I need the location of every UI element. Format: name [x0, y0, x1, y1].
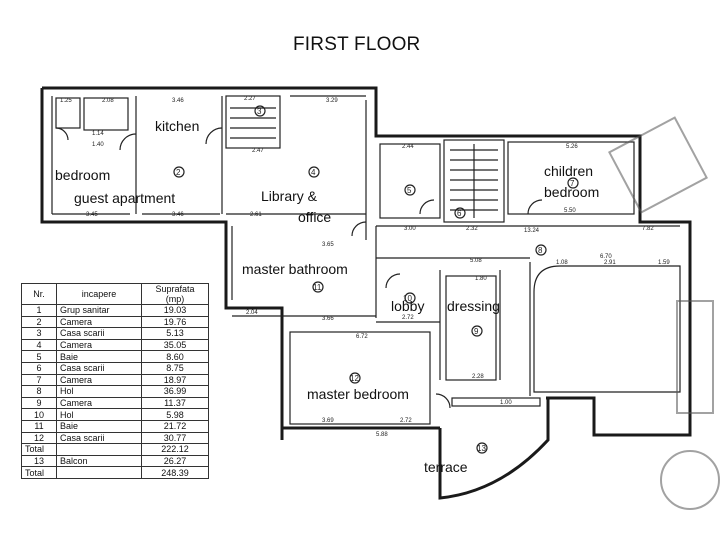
dimension: 2.61	[250, 212, 262, 218]
dimension: 2.44	[402, 144, 414, 150]
door-icon	[55, 127, 543, 409]
room-number: 4	[311, 168, 316, 177]
room-label-guest-apartment: guest apartment	[74, 190, 176, 206]
dimension: 2.72	[400, 418, 412, 424]
room-label-office: office	[298, 209, 332, 225]
room-label-bedroom: bedroom	[55, 167, 111, 183]
room-number: 12	[350, 374, 359, 383]
room-numbers: 2 3 4 5 6 7 8 9 10 11 12 13	[173, 105, 579, 454]
dimension: 3.65	[322, 242, 334, 248]
table-header: Nr.	[21, 283, 57, 305]
table-header: incapere	[56, 283, 142, 305]
room-number: 11	[313, 283, 322, 292]
room-label-library: Library &	[261, 188, 318, 204]
room-label-kitchen: kitchen	[155, 118, 200, 134]
dimension: 1.00	[500, 400, 512, 406]
room-label-children-bedroom: bedroom	[544, 184, 600, 200]
room-number: 10	[403, 294, 412, 303]
room-number: 3	[257, 107, 262, 116]
dimension: 1.14	[92, 131, 104, 137]
room-number: 8	[538, 246, 543, 255]
inner-walls	[51, 95, 681, 425]
dimension: 1.25	[60, 98, 72, 104]
dimension-labels: 1.25 2.08 3.46 2.27 3.29 1.14 1.40 3.45 …	[60, 96, 670, 438]
dimension: 3.46	[172, 98, 184, 104]
dimension: 3.66	[322, 316, 334, 322]
room-label-master-bathroom: master bathroom	[242, 261, 348, 277]
page-title: FIRST FLOOR	[293, 34, 421, 55]
dimension: 2.04	[246, 310, 258, 316]
dimension: 2.72	[402, 315, 414, 321]
dimension: 1.59	[658, 260, 670, 266]
table-header-row: Nr. incapere Suprafata (mp)	[21, 283, 209, 305]
dimension: 1.08	[556, 260, 568, 266]
outer-walls	[40, 86, 692, 500]
dimension: 5.08	[470, 258, 482, 264]
dimension: 3.29	[326, 98, 338, 104]
dimension: 2.47	[252, 148, 264, 154]
dimension: 3.00	[404, 226, 416, 232]
dimension: 2.08	[102, 98, 114, 104]
dimension: 3.45	[86, 212, 98, 218]
room-label-lobby: lobby	[391, 298, 425, 314]
dimension: 7.82	[642, 226, 654, 232]
dimension: 2.32	[466, 226, 478, 232]
room-number: 2	[176, 168, 181, 177]
dimension: 5.88	[376, 432, 388, 438]
seal-stamp	[660, 450, 720, 510]
seal-stamp	[676, 300, 714, 414]
room-label-dressing: dressing	[447, 298, 500, 314]
room-number: 13	[477, 444, 486, 453]
dimension: 6.72	[356, 334, 368, 340]
dimension: 3.69	[322, 418, 334, 424]
stairs-icon	[230, 107, 498, 218]
dimension: 2.27	[244, 96, 256, 102]
dimension: 3.46	[172, 212, 184, 218]
dimension: 1.40	[92, 142, 104, 148]
room-number: 6	[457, 209, 462, 218]
room-label-master-bedroom: master bedroom	[307, 386, 409, 402]
dimension: 5.50	[564, 208, 576, 214]
room-number: 5	[407, 186, 412, 195]
room-number: 7	[570, 179, 575, 188]
dimension: 1.80	[475, 276, 487, 282]
room-number: 9	[474, 327, 479, 336]
table-header: Suprafata (mp)	[141, 283, 209, 305]
dimension: 13.24	[524, 228, 540, 234]
dimension: 2.28	[472, 374, 484, 380]
room-label-terrace: terrace	[424, 459, 468, 475]
room-label-children: children	[544, 163, 594, 179]
dimension: 6.70	[600, 254, 612, 260]
dimension: 5.26	[566, 144, 578, 150]
dimension: 2.91	[604, 260, 616, 266]
